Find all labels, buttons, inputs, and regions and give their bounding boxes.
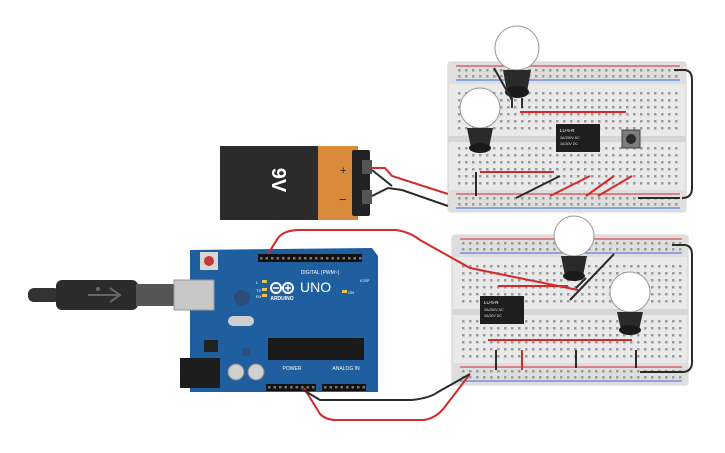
battery-voltage-label: 9V	[267, 168, 289, 193]
led-tx-label: TX	[256, 288, 261, 293]
analog-label: ANALOG IN	[332, 366, 360, 372]
bulb-top-1[interactable]	[494, 25, 540, 108]
arduino-uno[interactable]: DIGITAL (PWM~) ARDUINO UNO L TX RX ON	[173, 248, 378, 392]
relay-bottom-title: LU-5-R	[484, 300, 499, 305]
push-button[interactable]	[621, 129, 641, 149]
brand-label: ARDUINO	[270, 296, 293, 302]
led-rx-label: RX	[256, 294, 262, 299]
arduino-logo	[270, 282, 294, 294]
battery-9v[interactable]: 9V + −	[220, 146, 372, 220]
on-label: ON	[348, 290, 354, 295]
power-label: POWER	[283, 366, 302, 372]
relay-top-line2: 3A/30V DC	[560, 142, 578, 146]
power-header-pins	[268, 386, 365, 389]
relay-top-title: LU-5-R	[560, 128, 575, 133]
microcontroller-chip	[268, 338, 364, 360]
arduino-wires	[267, 229, 579, 421]
relay-bottom-line1: 3A/250V AC	[484, 308, 504, 312]
model-label: UNO	[300, 279, 331, 295]
bulb-bottom-2[interactable]	[609, 271, 651, 335]
icsp-label: ICSP	[360, 278, 370, 283]
relay-bottom[interactable]: LU-5-R 3A/250V AC 3A/30V DC	[480, 296, 524, 324]
relay-top[interactable]: LU-5-R 3A/250V AC 3A/30V DC	[556, 124, 600, 152]
led-l-label: L	[256, 280, 259, 285]
digital-header-pins	[260, 257, 362, 260]
digital-label: DIGITAL (PWM~)	[301, 270, 340, 276]
relay-bottom-line2: 3A/30V DC	[484, 314, 502, 318]
bulb-top-2[interactable]	[459, 87, 501, 153]
bulb-bottom-1[interactable]	[553, 215, 595, 281]
battery-plus-label: +	[340, 165, 346, 177]
wires-top-board	[475, 67, 693, 199]
relay-top-line1: 3A/250V AC	[560, 136, 580, 140]
battery-wires	[371, 167, 449, 207]
battery-minus-label: −	[339, 192, 347, 207]
